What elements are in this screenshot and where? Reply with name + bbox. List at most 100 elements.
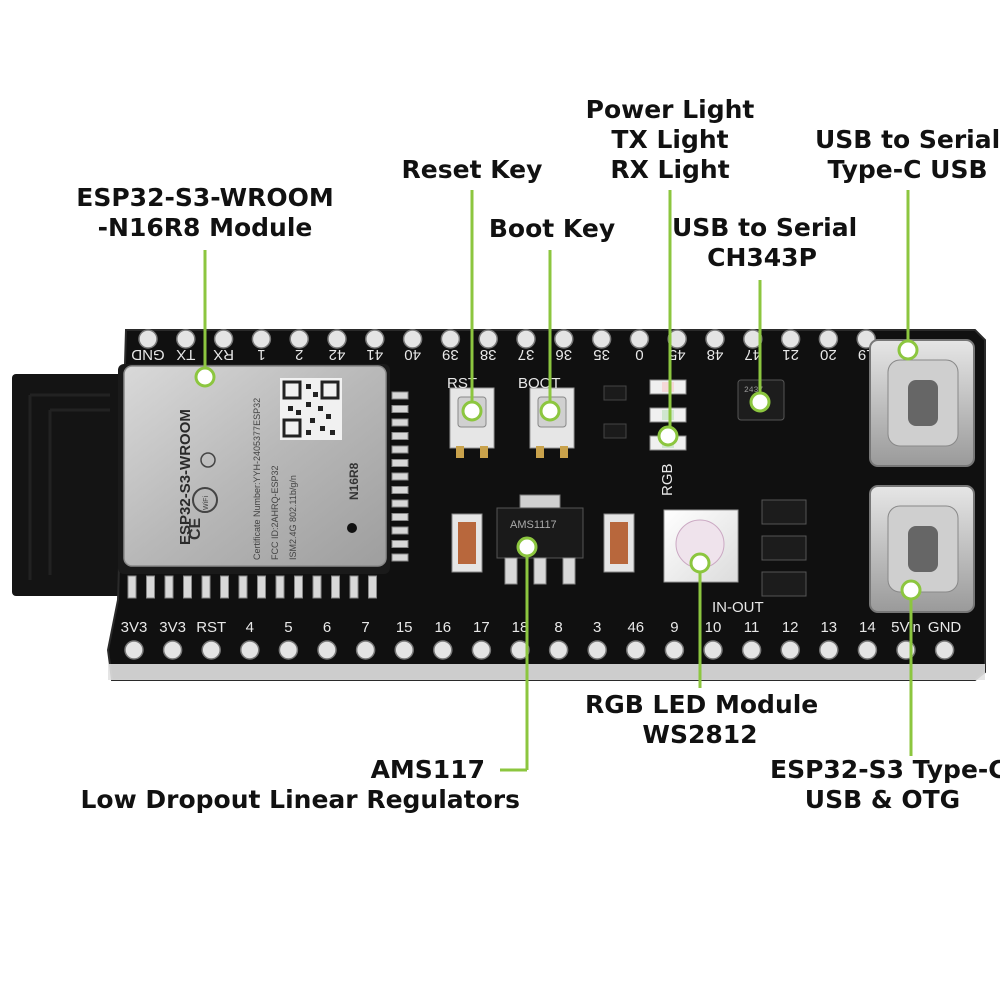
module-pad (391, 486, 409, 494)
top-pin-label: 2 (295, 346, 303, 363)
top-pin-label: 20 (820, 346, 837, 363)
top-pin-label: 41 (366, 346, 383, 363)
callout-module-line2: -N16R8 Module (97, 213, 313, 242)
callout-lights: Power Light TX Light RX Light (585, 95, 755, 185)
top-pin-hole (629, 329, 650, 349)
top-pin-hole (743, 329, 763, 349)
module-pad (391, 553, 409, 562)
callout-dot-boot (539, 400, 561, 422)
top-pin-label: 48 (707, 346, 724, 363)
top-pin-label: 0 (635, 346, 643, 363)
module-pad (391, 540, 409, 548)
callout-regulator: AMS117 Low Dropout Linear Regulators (70, 755, 520, 815)
callout-dot-usb-serial (897, 339, 919, 361)
callout-lines (203, 190, 913, 772)
callout-dot-otg (900, 579, 922, 601)
module-pad (183, 575, 192, 599)
module-cert-line2: FCC ID:2AHRQ-ESP32 (270, 465, 280, 560)
usb-c-serial-port (869, 339, 975, 467)
top-pin-hole (440, 329, 461, 349)
top-pin-label: 39 (442, 346, 459, 363)
module-pad (349, 575, 359, 599)
usb-c-otg-port (869, 485, 975, 613)
top-pin-hole (667, 329, 687, 349)
callout-dot-reset (461, 400, 483, 422)
callout-dot-rgb (689, 552, 711, 574)
module-pad (312, 575, 322, 599)
module-pad (391, 432, 409, 440)
bottom-pin-label: 10 (705, 619, 722, 636)
bottom-pin-label: 16 (434, 619, 451, 636)
capacitors (451, 513, 635, 573)
top-pin-hole (138, 329, 158, 349)
bottom-pin-hole (201, 640, 221, 660)
top-pin-hole (818, 329, 839, 349)
top-pin-hole (327, 329, 347, 349)
bottom-pin-label: 3V3 (159, 619, 186, 636)
top-pin-hole (516, 329, 536, 349)
callout-otg-port: ESP32-S3 Type-C USB & OTG (770, 755, 1000, 815)
bottom-pin-hole (124, 640, 144, 660)
bottom-pin-hole (471, 640, 492, 660)
callout-usb-serial-chip-line1: USB to Serial (672, 213, 858, 242)
bottom-pin-hole (587, 640, 607, 660)
module-pad (294, 575, 303, 599)
bottom-pin-label: 14 (859, 619, 876, 636)
top-pin-hole (176, 329, 196, 349)
bottom-header-pins (124, 640, 955, 660)
callout-reset-key: Reset Key (392, 155, 552, 185)
chip-marking: 2437 (744, 386, 763, 395)
top-pin-label: 38 (480, 346, 497, 363)
bottom-pin-hole (626, 640, 646, 660)
bottom-pin-hole (664, 640, 685, 660)
bottom-pin-label: 8 (554, 619, 562, 636)
module-pad (257, 575, 266, 599)
bottom-pin-hole (433, 640, 453, 660)
bottom-pin-hole (819, 640, 839, 660)
top-pin-label: 1 (257, 346, 265, 363)
module-pad (146, 575, 155, 599)
callout-dot-chip (749, 391, 771, 413)
callout-module-line1: ESP32-S3-WROOM (76, 183, 334, 212)
top-header-pins (138, 329, 876, 349)
bottom-pin-hole (780, 640, 800, 660)
callout-rgb-led-line1: RGB LED Module (585, 690, 819, 719)
callout-usb-serial-port-line2: Type-C USB (827, 155, 988, 184)
callout-reset-key-line1: Reset Key (401, 155, 543, 184)
bottom-pin-label: 4 (246, 619, 254, 636)
top-pin-hole (478, 329, 498, 349)
bottom-pin-label: 46 (627, 619, 644, 636)
callout-lights-line3: RX Light (610, 155, 730, 184)
top-pin-hole (402, 329, 423, 349)
module-variant: N16R8 (347, 462, 361, 500)
callout-lights-line1: Power Light (585, 95, 755, 124)
bottom-pin-label: 5Vin (891, 619, 921, 636)
callout-boot-key: Boot Key (472, 214, 632, 244)
callout-otg-port-line2: USB & OTG (804, 785, 961, 814)
ws2812-led: IN-OUT (663, 509, 764, 616)
module-pad (391, 445, 409, 454)
ams1117-regulator: AMS1117 (496, 494, 584, 585)
bottom-pin-label: RST (196, 619, 226, 636)
top-pin-hole (251, 329, 272, 349)
ce-mark: CE (187, 517, 204, 540)
module-castellated-pads (391, 391, 409, 562)
module-brand: ESP32-S3-WROOM (177, 409, 194, 545)
module-pad (275, 575, 285, 599)
bottom-pin-label: 6 (323, 619, 331, 636)
module-pad (368, 575, 377, 599)
top-pin-label: TX (176, 346, 195, 363)
bottom-pin-hole (278, 640, 299, 660)
top-pin-hole (554, 329, 574, 349)
module-pad (391, 405, 409, 413)
callout-otg-port-line1: ESP32-S3 Type-C (770, 755, 1000, 784)
diode-1 (603, 385, 627, 401)
bottom-pin-label: GND (928, 619, 962, 636)
esp32-module: ESP32-S3-WROOM Certificate Number:YYH-24… (118, 364, 390, 574)
top-pin-label: 37 (518, 346, 535, 363)
top-pin-label: 45 (669, 346, 686, 363)
regulator-marking: AMS1117 (510, 519, 557, 531)
callout-dot-lights (657, 425, 679, 447)
bottom-pin-label: 11 (744, 619, 760, 636)
